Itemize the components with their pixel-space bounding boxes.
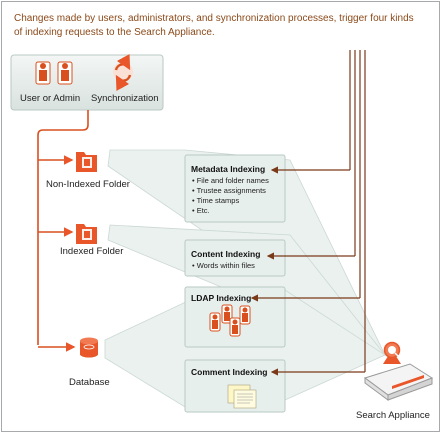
- database-icon: [80, 337, 98, 358]
- search-appliance-icon: [363, 341, 434, 401]
- metadata-indexing-title: Metadata Indexing: [191, 164, 266, 174]
- panel-ldap: [184, 286, 286, 348]
- metadata-item: • File and folder names: [192, 176, 269, 185]
- caption: Changes made by users, administrators, a…: [14, 12, 414, 39]
- metadata-item: • Trustee assignments: [192, 186, 266, 195]
- indexed-folder-icon: [76, 224, 97, 244]
- metadata-item-text: File and folder names: [196, 176, 269, 185]
- panel-content: [184, 239, 286, 277]
- comment-notes-icon: [227, 384, 257, 409]
- search-appliance-label: Search Appliance: [356, 410, 430, 421]
- synchronization-label: Synchronization: [91, 93, 159, 104]
- metadata-item: • Time stamps: [192, 196, 240, 205]
- ldap-users-icon: [209, 304, 251, 337]
- synchronization-icon: [113, 54, 133, 91]
- metadata-item-text: Time stamps: [196, 196, 240, 205]
- metadata-item-text: Etc.: [196, 206, 210, 215]
- metadata-item: • Etc.: [192, 206, 210, 215]
- non-indexed-folder-icon: [76, 152, 97, 172]
- ldap-indexing-title: LDAP Indexing: [191, 293, 252, 303]
- content-item: • Words within files: [192, 261, 255, 270]
- user-admin-icon: [35, 61, 73, 85]
- flow-line: [37, 110, 89, 345]
- panel-metadata: [184, 154, 286, 223]
- comment-indexing-title: Comment Indexing: [191, 367, 268, 377]
- user-admin-label: User or Admin: [20, 93, 81, 104]
- metadata-item-text: Trustee assignments: [196, 186, 266, 195]
- content-indexing-title: Content Indexing: [191, 249, 261, 259]
- non-indexed-folder-label: Non-Indexed Folder: [46, 179, 130, 190]
- database-label: Database: [69, 377, 110, 388]
- indexed-folder-label: Indexed Folder: [60, 246, 124, 257]
- metadata-indexing-list: • File and folder names • Trustee assign…: [192, 176, 269, 215]
- caption-line-2: of indexing requests to the Search Appli…: [14, 26, 215, 38]
- caption-line-1: Changes made by users, administrators, a…: [14, 13, 414, 24]
- content-item-text: Words within files: [196, 261, 255, 270]
